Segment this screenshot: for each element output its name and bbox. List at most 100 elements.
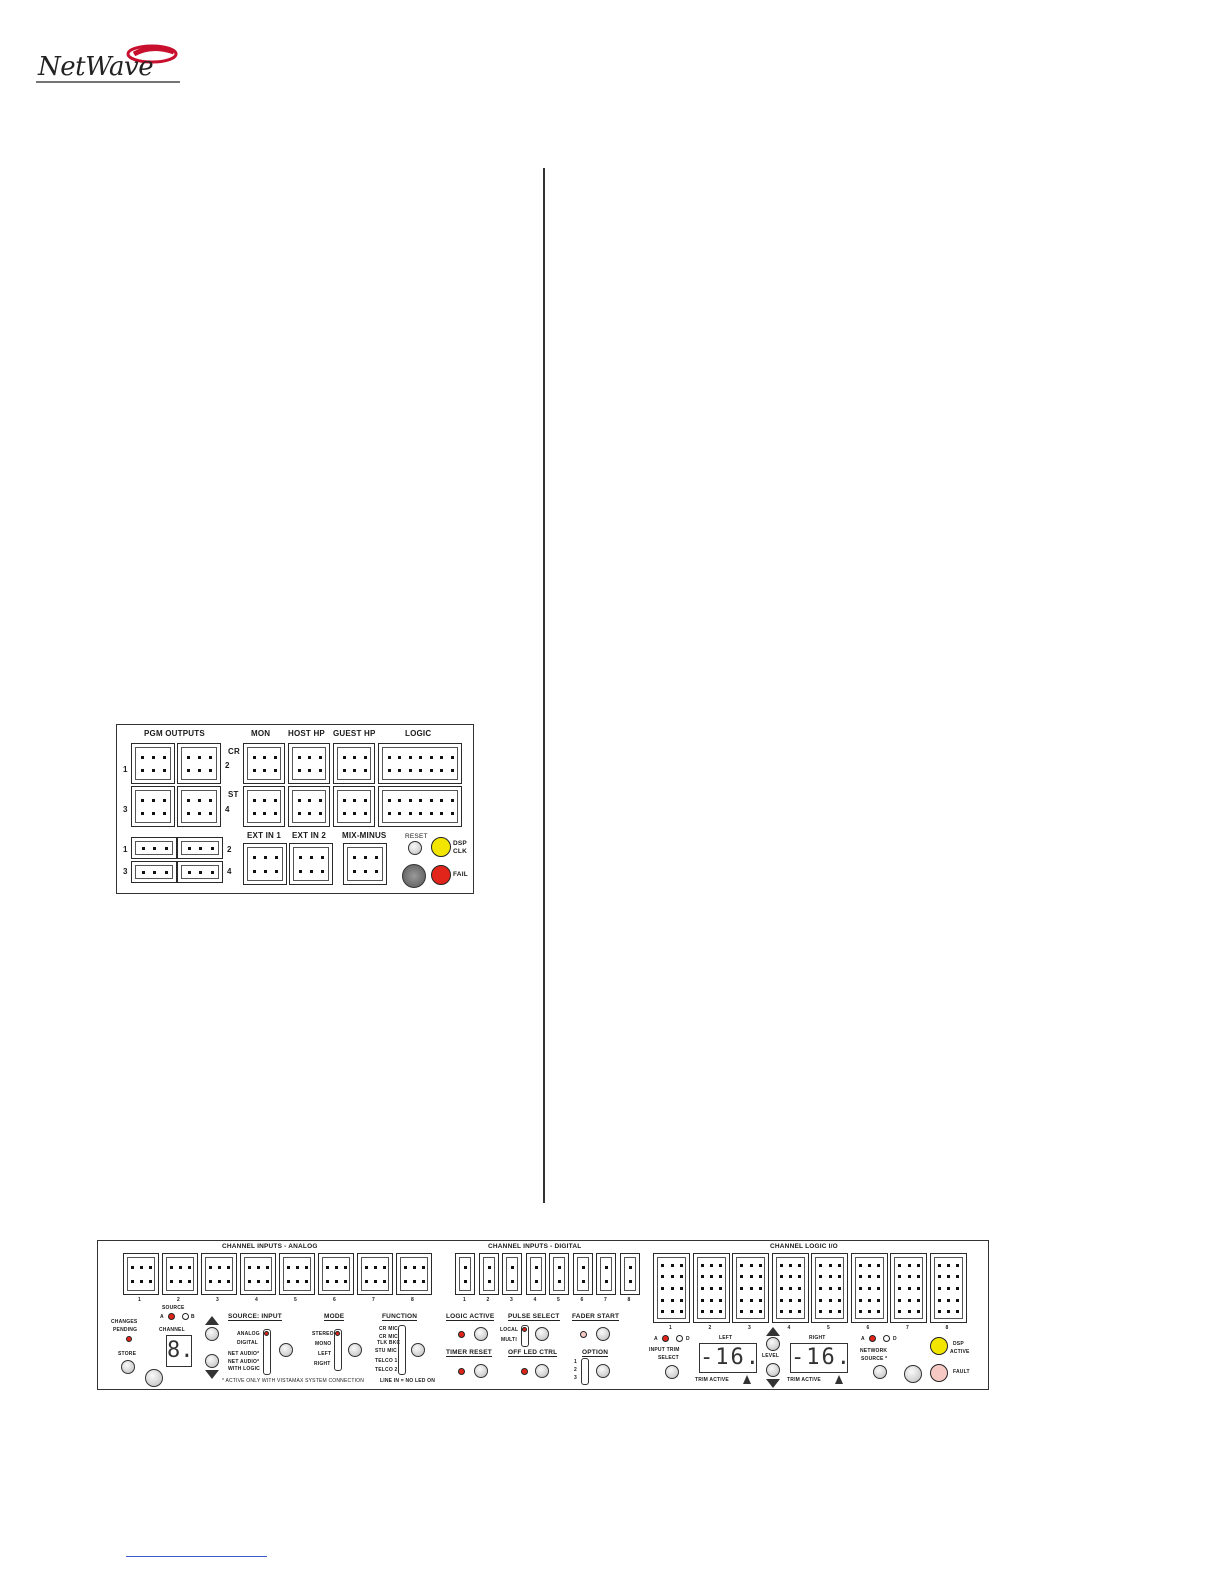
pgm-output-4-connector[interactable]: [177, 786, 221, 827]
logic-io-connector-8[interactable]: [929, 1253, 967, 1323]
pgm-output-2-connector[interactable]: [177, 743, 221, 784]
source-input-button[interactable]: [279, 1343, 293, 1357]
digital-input-number-7: 7: [604, 1297, 607, 1303]
store-button[interactable]: [121, 1360, 135, 1374]
connector-pin: [365, 1280, 368, 1283]
source-a-led: [168, 1313, 175, 1320]
cr-mon-connector[interactable]: [243, 743, 285, 784]
logic-io-connector-7[interactable]: [890, 1253, 927, 1323]
digital-input-connector-8[interactable]: [619, 1253, 640, 1295]
option-button[interactable]: [596, 1364, 610, 1378]
analog-input-connector-4[interactable]: [240, 1253, 276, 1295]
timer-reset-button[interactable]: [474, 1364, 488, 1378]
analog-input-connector-7[interactable]: [357, 1253, 393, 1295]
connector-pin: [779, 1263, 783, 1267]
pulse-multi-label: MULTI: [501, 1337, 517, 1343]
digital-input-number-4: 4: [533, 1297, 537, 1303]
aux-3-connector[interactable]: [131, 861, 177, 883]
function-label: FUNCTION: [382, 1313, 418, 1321]
aux-1-connector[interactable]: [131, 837, 177, 859]
ext-in-2-connector[interactable]: [289, 843, 333, 885]
connector-pin: [248, 1266, 251, 1269]
st-guest-hp-connector[interactable]: [333, 786, 375, 827]
cr-guest-hp-connector[interactable]: [333, 743, 375, 784]
logic-io-connector-4[interactable]: [771, 1253, 809, 1323]
cr-host-hp-connector[interactable]: [288, 743, 330, 784]
aux-4-connector[interactable]: [177, 861, 223, 883]
analog-input-number-7: 7: [372, 1297, 375, 1303]
connector-pin: [273, 755, 277, 759]
analog-input-connector-5[interactable]: [279, 1253, 315, 1295]
network-knob[interactable]: [904, 1365, 922, 1383]
connector-pin: [605, 1280, 608, 1283]
connector-pin: [308, 755, 311, 759]
off-led-ctrl-label: OFF LED CTRL: [508, 1349, 558, 1357]
digital-input-connector-6[interactable]: [572, 1253, 593, 1295]
logic-io-connector-5[interactable]: [811, 1253, 848, 1323]
level-down-button[interactable]: [766, 1363, 780, 1377]
connector-pin: [210, 871, 214, 874]
logic-io-connector-3[interactable]: [732, 1253, 769, 1323]
mode-button[interactable]: [348, 1343, 362, 1357]
footer-link-underline[interactable]: [126, 1556, 267, 1557]
trim-active-right-arrow-icon: [835, 1375, 843, 1384]
analog-input-connector-6[interactable]: [318, 1253, 354, 1295]
pgm-num-2: 2: [225, 761, 230, 770]
level-up-button[interactable]: [766, 1337, 780, 1351]
analog-input-connector-3[interactable]: [201, 1253, 237, 1295]
host-hp-label: HOST HP: [288, 729, 325, 738]
logic-active-button[interactable]: [474, 1327, 488, 1341]
network-source-button[interactable]: [873, 1365, 887, 1379]
ext-in-1-connector[interactable]: [243, 843, 287, 885]
digital-input-connector-5[interactable]: [549, 1253, 569, 1295]
connector-pin: [858, 1263, 862, 1267]
net-d-led: [883, 1335, 890, 1342]
function-button[interactable]: [411, 1343, 425, 1357]
cr-logic-connector[interactable]: [378, 743, 462, 784]
analog-input-connector-8[interactable]: [396, 1253, 432, 1295]
digital-input-connector-2[interactable]: [478, 1253, 499, 1295]
analog-input-connector-1[interactable]: [123, 1253, 159, 1295]
logic-io-connector-6[interactable]: [850, 1253, 888, 1323]
digital-input-connector-7[interactable]: [596, 1253, 616, 1295]
connector-pin: [758, 1287, 762, 1290]
net-a-label: A: [861, 1336, 865, 1342]
st-host-hp-connector[interactable]: [288, 786, 330, 827]
connector-pin: [828, 1275, 832, 1279]
off-led-ctrl-button[interactable]: [535, 1364, 549, 1378]
input-trim-select-button[interactable]: [665, 1365, 679, 1379]
connector-pin: [710, 1298, 713, 1302]
digital-input-connector-4[interactable]: [525, 1253, 546, 1295]
connector-pin: [947, 1310, 950, 1314]
trim-d-led: [676, 1335, 683, 1342]
st-mon-connector[interactable]: [243, 786, 285, 827]
channel-up-button[interactable]: [205, 1327, 219, 1341]
logo-text: NetWave: [38, 52, 154, 82]
connector-pin: [273, 812, 277, 816]
channel-knob[interactable]: [145, 1369, 163, 1387]
connector-pin: [429, 812, 433, 816]
mix-minus-connector[interactable]: [343, 843, 387, 885]
digital-input-connector-1[interactable]: [455, 1253, 475, 1295]
logic-io-connector-2[interactable]: [692, 1253, 730, 1323]
option-label: OPTION: [582, 1349, 609, 1357]
channel-down-button[interactable]: [205, 1354, 219, 1368]
aux-2-connector[interactable]: [177, 837, 223, 859]
connector-pin: [149, 1280, 152, 1283]
connector-pin: [209, 769, 212, 773]
fader-start-label: FADER START: [572, 1313, 620, 1321]
trim-a-label: A: [654, 1336, 658, 1342]
logic-io-connector-1[interactable]: [653, 1253, 690, 1323]
fader-start-button[interactable]: [596, 1327, 610, 1341]
connector-pin: [387, 812, 391, 816]
pgm-output-3-connector[interactable]: [131, 786, 175, 827]
analog-input-connector-2[interactable]: [162, 1253, 198, 1295]
pgm-output-1-connector[interactable]: [131, 743, 175, 784]
pulse-select-button[interactable]: [535, 1327, 549, 1341]
digital-input-connector-3[interactable]: [502, 1253, 522, 1295]
connector-pin: [199, 871, 202, 874]
st-logic-connector[interactable]: [378, 786, 462, 827]
small-num-4: 4: [227, 867, 232, 876]
reset-button[interactable]: [408, 841, 422, 855]
digital-inputs-title: CHANNEL INPUTS - DIGITAL: [488, 1243, 582, 1250]
